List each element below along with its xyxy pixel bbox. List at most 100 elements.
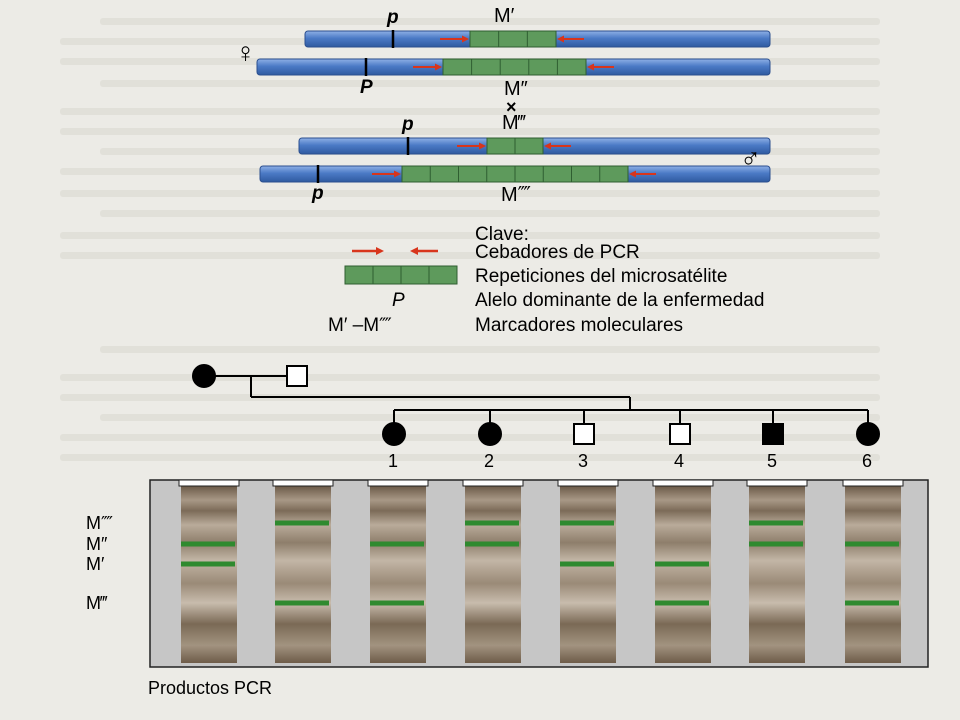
gel-band: [655, 561, 709, 567]
gel-band: [465, 541, 519, 547]
gel-electrophoresis: [149, 479, 929, 668]
father-symbol: [286, 365, 308, 387]
primer-reverse-arrow: [629, 170, 636, 178]
background-line: [60, 434, 880, 441]
locus-label: P: [360, 77, 373, 98]
gel-well: [178, 479, 240, 487]
gel-well: [557, 479, 619, 487]
background-line: [60, 252, 880, 259]
primer-forward-arrow: [435, 63, 442, 71]
gel-well: [367, 479, 429, 487]
marker-label: M′: [494, 5, 515, 27]
background-line: [60, 454, 880, 461]
legend-primers-swatch: [352, 247, 438, 255]
legend-repeats-swatch: [344, 265, 458, 285]
primer-reverse-arrow: [544, 142, 551, 150]
legend-title: Clave:: [475, 224, 529, 245]
gel-row-labels: M⁗M″M′M‴: [86, 513, 113, 613]
background-line: [100, 18, 880, 25]
background-line: [60, 128, 880, 135]
gel-band: [275, 520, 329, 526]
gel-band: [845, 541, 899, 547]
background-line: [60, 232, 880, 239]
gel-row-label: M⁗: [86, 513, 113, 533]
gel-lane-5: [557, 479, 619, 663]
gel-lane: [370, 486, 426, 663]
gel-well: [746, 479, 808, 487]
gel-caption: Productos PCR: [148, 678, 272, 698]
chromosome-4: p M⁗: [259, 165, 771, 206]
marker-label: M‴: [502, 112, 527, 134]
gel-band: [275, 600, 329, 606]
gel-lane: [560, 486, 616, 663]
child-number: 6: [862, 451, 872, 471]
child-symbol: [856, 422, 880, 446]
child-number: 5: [767, 451, 777, 471]
locus-label: p: [401, 114, 414, 135]
primer-forward-arrow: [462, 35, 469, 43]
child-symbol: [478, 422, 502, 446]
child-symbol: [762, 423, 784, 445]
microsatellite-repeats: [469, 30, 557, 48]
gel-background: [149, 479, 929, 668]
background-page-texture: [60, 18, 880, 461]
gel-well: [462, 479, 524, 487]
gel-lane-1: [178, 479, 240, 663]
gel-lane: [749, 486, 805, 663]
marker-label: M⁗: [501, 184, 531, 206]
gel-band: [370, 600, 424, 606]
gel-band: [845, 600, 899, 606]
legend-allele-label: Alelo dominante de la enfermedad: [475, 290, 764, 311]
legend-primers-label: Cebadores de PCR: [475, 242, 640, 263]
background-line: [100, 80, 880, 87]
microsatellite-repeats: [442, 58, 587, 76]
mother-symbol: [192, 364, 216, 388]
marker-label: M″: [504, 78, 528, 100]
gel-lane-6: [652, 479, 714, 663]
child-number: 3: [578, 451, 588, 471]
background-line: [60, 108, 880, 115]
child-3: 3: [573, 410, 595, 471]
child-number: 2: [484, 451, 494, 471]
legend-allele-symbol: P: [392, 290, 405, 311]
female-symbol: ♀: [235, 38, 256, 69]
gel-row-label: M″: [86, 534, 108, 554]
gel-lane-4: [462, 479, 524, 663]
chromosome-3: p M‴: [298, 112, 771, 155]
child-number: 1: [388, 451, 398, 471]
legend: Clave: Cebadores de PCR Repeticiones del…: [328, 224, 764, 336]
primer-reverse-arrow: [587, 63, 594, 71]
chromosome-2: P M″: [256, 58, 771, 100]
gel-lane-2: [272, 479, 334, 663]
child-symbol: [573, 423, 595, 445]
gel-lane-3: [367, 479, 429, 663]
gel-band: [465, 520, 519, 526]
gel-band: [181, 561, 235, 567]
child-symbol: [669, 423, 691, 445]
background-line: [100, 346, 880, 353]
gel-lane: [465, 486, 521, 663]
pedigree-chart: 1 2 3 4 5 6: [192, 364, 880, 471]
locus-label: p: [311, 183, 324, 204]
child-2: 2: [478, 410, 502, 471]
gel-lane-7: [746, 479, 808, 663]
primer-forward-arrow: [479, 142, 486, 150]
gel-lane: [275, 486, 331, 663]
gel-band: [560, 561, 614, 567]
gel-band: [181, 541, 235, 547]
child-4: 4: [669, 410, 691, 471]
gel-lane: [655, 486, 711, 663]
gel-band: [749, 520, 803, 526]
background-line: [60, 190, 880, 197]
child-5: 5: [762, 410, 784, 471]
gel-row-label: M‴: [86, 593, 108, 613]
gel-band: [749, 541, 803, 547]
child-symbol: [382, 422, 406, 446]
gel-lane: [845, 486, 901, 663]
legend-markers-label: Marcadores moleculares: [475, 315, 683, 336]
primer-reverse-arrow: [557, 35, 564, 43]
child-number: 4: [674, 451, 684, 471]
cross-symbol: ×: [506, 97, 517, 117]
